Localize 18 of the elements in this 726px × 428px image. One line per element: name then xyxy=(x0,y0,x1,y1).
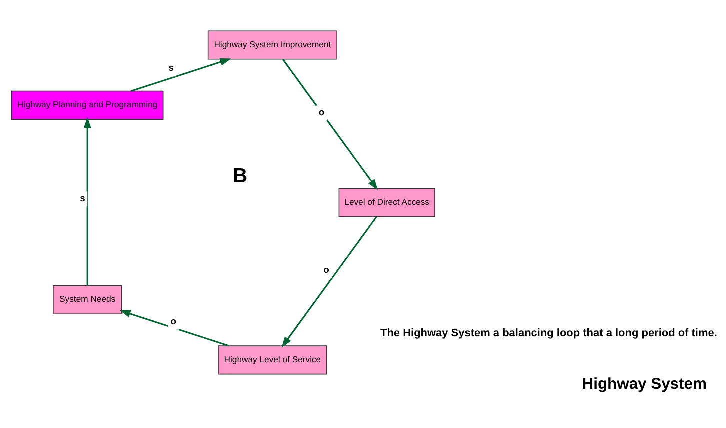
node-box: Highway Level of Service xyxy=(218,345,328,374)
arrow xyxy=(282,216,378,348)
edge-label: o xyxy=(170,314,176,326)
arrow xyxy=(84,116,92,286)
arrow xyxy=(282,58,378,190)
arrow xyxy=(120,310,230,346)
edge-label: s xyxy=(168,62,174,73)
diagram-title: Highway System xyxy=(582,376,707,393)
node-box: Level of Direct Access xyxy=(338,188,436,217)
node-box: System Needs xyxy=(53,285,122,314)
label: B xyxy=(232,165,248,188)
edge-label: s xyxy=(80,192,86,203)
edge-label: o xyxy=(324,263,330,274)
node-box: Highway System Improvement xyxy=(208,30,338,60)
edge-label: o xyxy=(318,106,325,117)
arrow xyxy=(130,58,232,92)
label: The Highway System a balancing loop that a long period of time. xyxy=(380,327,718,340)
node-box: Highway Planning and Programming xyxy=(11,90,164,120)
